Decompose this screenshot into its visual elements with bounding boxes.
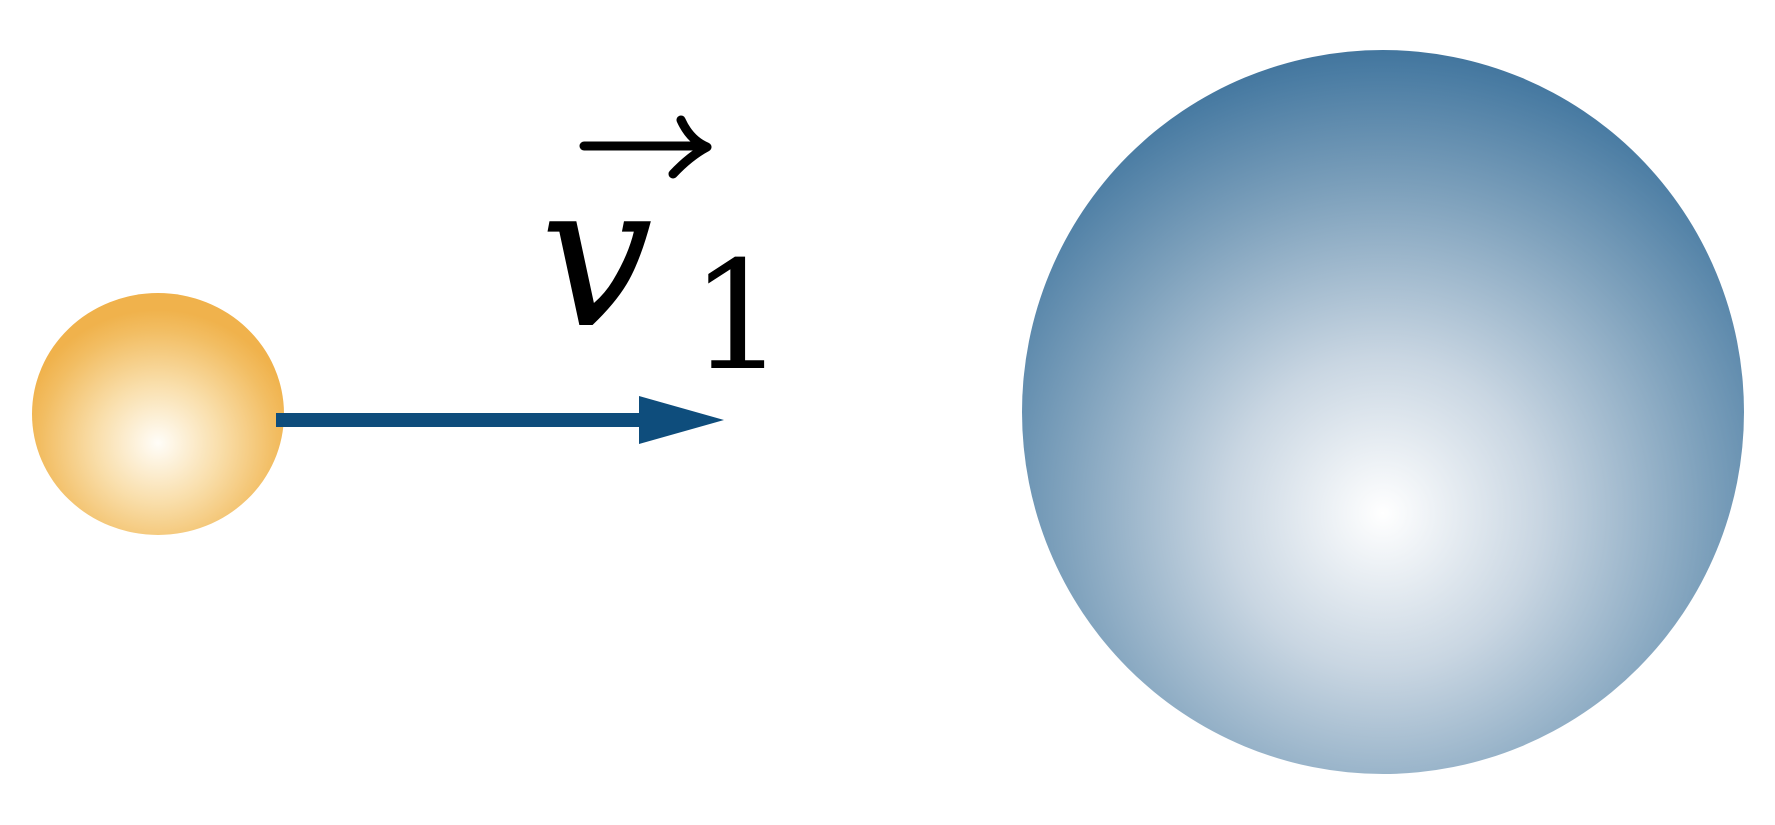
large-ball bbox=[1022, 50, 1744, 774]
velocity-symbol: v bbox=[540, 140, 653, 373]
velocity-arrow-shaft bbox=[276, 413, 644, 427]
velocity-label: v 1 bbox=[540, 115, 785, 404]
velocity-arrow-head bbox=[639, 396, 724, 444]
vector-arrow-icon bbox=[579, 115, 712, 179]
velocity-arrow bbox=[276, 396, 724, 444]
small-ball bbox=[32, 293, 284, 535]
velocity-subscript: 1 bbox=[690, 230, 785, 404]
